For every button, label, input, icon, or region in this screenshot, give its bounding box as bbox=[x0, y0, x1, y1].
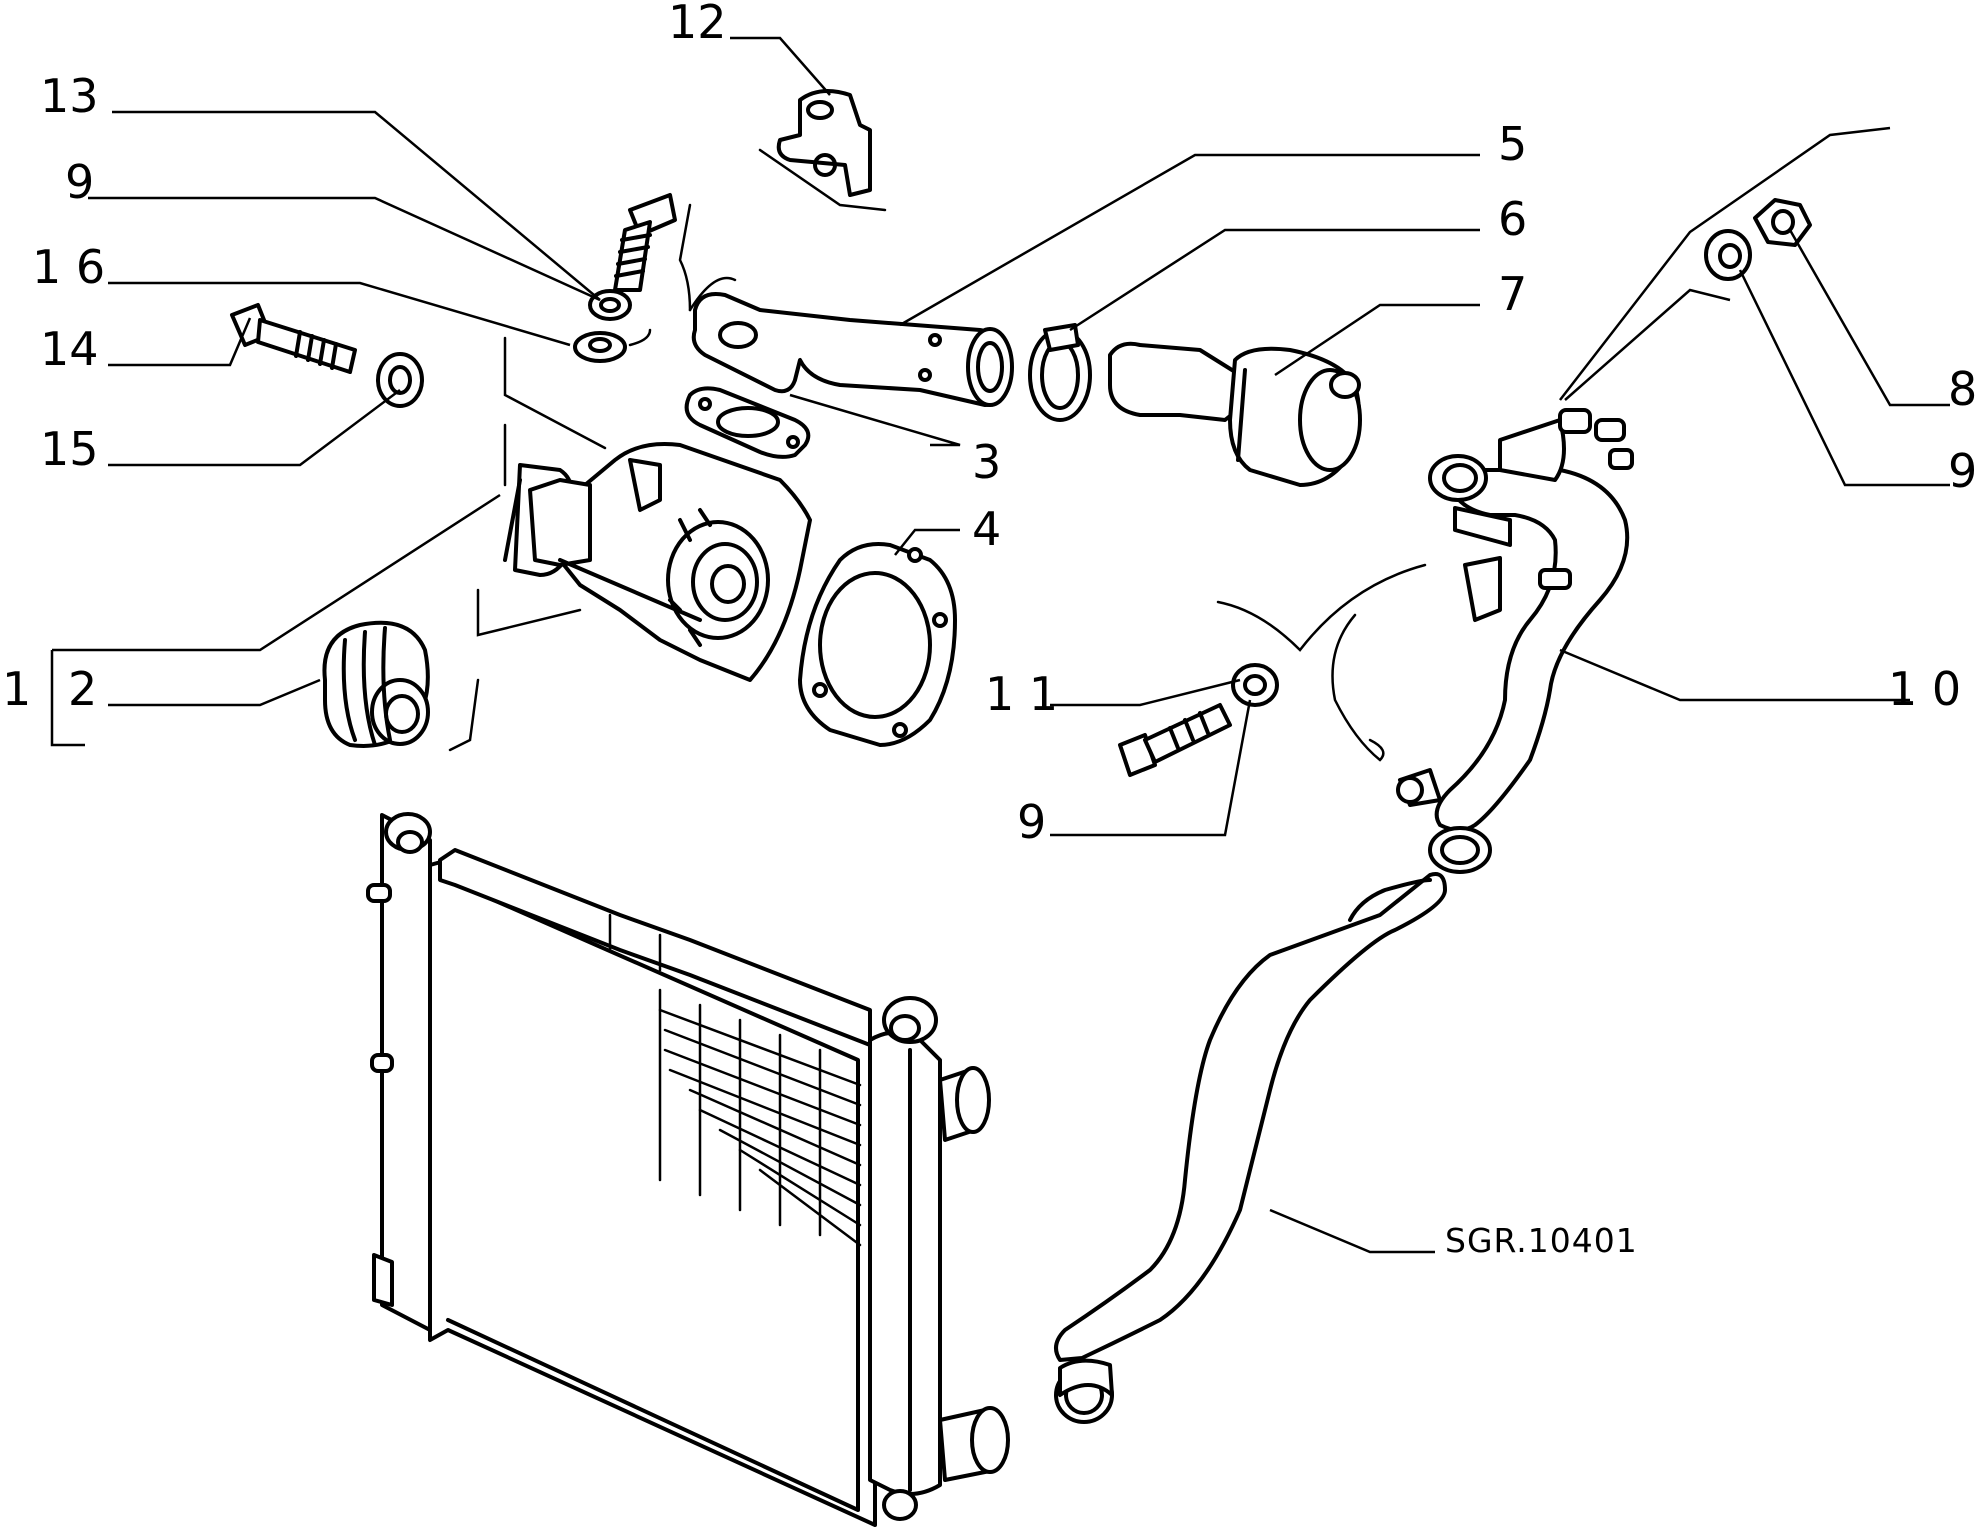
washer-9-upper bbox=[588, 289, 632, 321]
pump-leader-bracket-low bbox=[476, 588, 582, 637]
callout-6: 6 bbox=[1498, 192, 1527, 246]
pump-leader-bracket-arc bbox=[448, 678, 480, 752]
drawing-reference-code: SGR.10401 bbox=[1445, 1221, 1638, 1260]
assembly-line-bolt13 bbox=[688, 276, 737, 312]
coolant-pipe-10 bbox=[1396, 408, 1634, 874]
radiator-lower-hose bbox=[1054, 872, 1447, 1424]
hose-outline-curve bbox=[1216, 563, 1427, 652]
nut-8 bbox=[1753, 198, 1812, 247]
callout-11: 1 1 bbox=[985, 667, 1058, 721]
assembly-line-washer16 bbox=[628, 328, 652, 347]
callout-3: 3 bbox=[972, 435, 1001, 489]
outlet-fitting-5 bbox=[691, 292, 1014, 407]
callout-5: 5 bbox=[1498, 117, 1527, 171]
radiator-core-fins bbox=[658, 988, 862, 1247]
gasket-3 bbox=[684, 386, 811, 459]
water-pump bbox=[503, 442, 812, 682]
gasket-4 bbox=[798, 542, 957, 747]
mounting-bracket-12 bbox=[758, 89, 887, 212]
washer-9-right bbox=[1704, 229, 1752, 281]
callout-8: 8 bbox=[1948, 362, 1977, 416]
callout-4: 4 bbox=[972, 502, 1001, 556]
pump-pulley bbox=[322, 620, 430, 748]
callout-12: 12 bbox=[668, 0, 727, 49]
radiator bbox=[366, 812, 1010, 1527]
coolant-hose-7 bbox=[1108, 341, 1362, 487]
washer-15 bbox=[376, 352, 424, 408]
callout-16: 1 6 bbox=[32, 240, 105, 294]
callout-10: 1 0 bbox=[1888, 662, 1961, 716]
callout-1: 1 bbox=[2, 662, 31, 716]
bolt-13 bbox=[613, 193, 677, 292]
assembly-line-8-9 bbox=[1559, 126, 1891, 401]
callout-labels: 12 13 9 1 6 14 15 1 2 3 4 5 6 7 8 9 1 0 … bbox=[2, 0, 1977, 1260]
washer-9-lower bbox=[1231, 663, 1279, 707]
bolt-14 bbox=[230, 303, 357, 374]
leader-lines bbox=[50, 36, 1950, 1254]
washer-16 bbox=[573, 331, 627, 363]
callout-15: 15 bbox=[40, 422, 99, 476]
callout-9-upper: 9 bbox=[65, 155, 94, 209]
callout-9-right: 9 bbox=[1948, 444, 1977, 498]
bolt-11 bbox=[1118, 703, 1232, 777]
callout-9-lower: 9 bbox=[1017, 795, 1046, 849]
callout-2: 2 bbox=[68, 662, 97, 716]
assembly-line-vertical bbox=[678, 203, 692, 312]
callout-14: 14 bbox=[40, 322, 99, 376]
hose-clamp-6 bbox=[1028, 323, 1092, 422]
pump-leader-bracket-top bbox=[503, 336, 607, 450]
callout-7: 7 bbox=[1498, 267, 1527, 321]
assembly-line-pipe10 bbox=[1564, 288, 1731, 401]
callout-13: 13 bbox=[40, 69, 99, 123]
hose-outline-curve-2 bbox=[1331, 613, 1385, 762]
